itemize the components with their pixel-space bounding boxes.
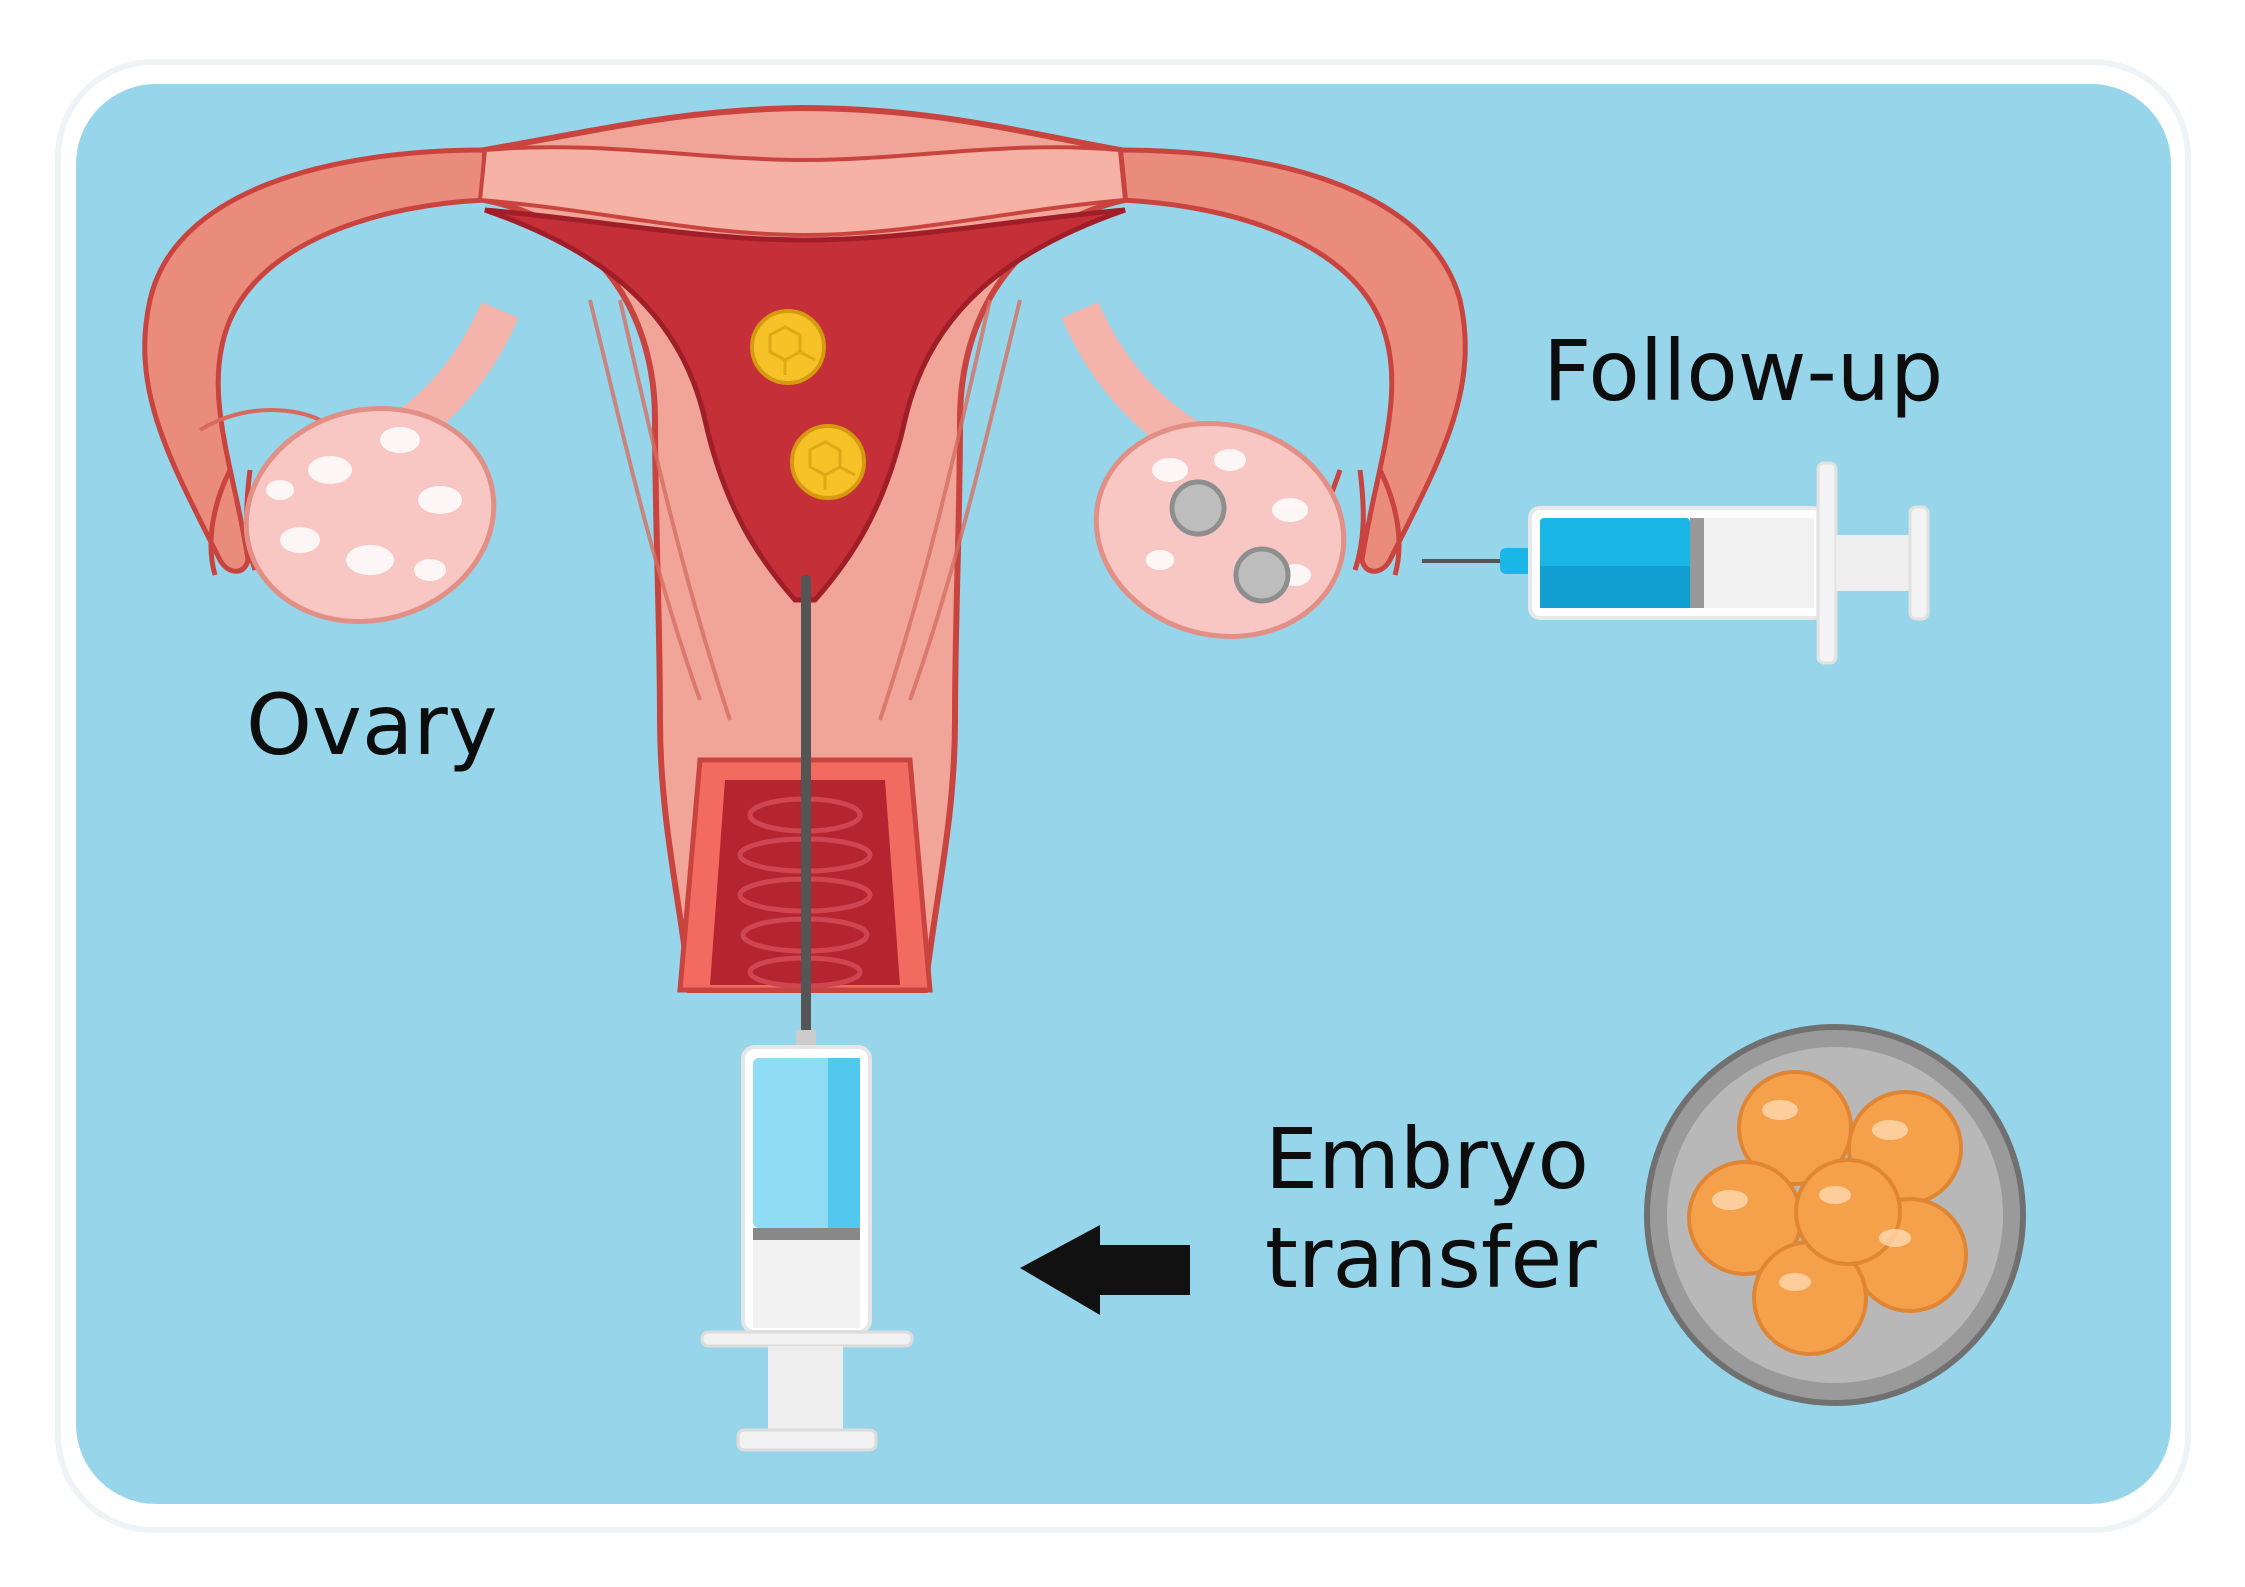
right-ovary-icon (1061, 301, 1347, 639)
follow-up-label: Follow-up (1543, 322, 1944, 420)
uterine-cavity (484, 207, 1126, 603)
implanted-embryo-icon (790, 424, 866, 500)
catheter-syringe-icon (700, 1030, 914, 1452)
right-fallopian-tube (1117, 147, 1468, 574)
uterus-icon (142, 104, 1468, 1035)
catheter-line (801, 575, 811, 1035)
left-fallopian-tube (142, 147, 488, 574)
embryo-cluster (1687, 1070, 1968, 1356)
embryo-transfer-label-line2: transfer (1265, 1209, 1597, 1308)
ovary-label: Ovary (246, 676, 498, 774)
petri-dish-icon (1644, 1024, 2026, 1406)
follow-up-syringe-icon (1422, 461, 1930, 665)
implanted-embryo-icon (750, 309, 826, 385)
background-panel (76, 84, 2171, 1504)
left-ovary-icon (243, 301, 519, 624)
embryo-transfer-label: Embryo transfer (1265, 1110, 1597, 1308)
left-arrow-icon (1020, 1225, 1190, 1315)
embryo-transfer-label-line1: Embryo (1265, 1110, 1589, 1208)
